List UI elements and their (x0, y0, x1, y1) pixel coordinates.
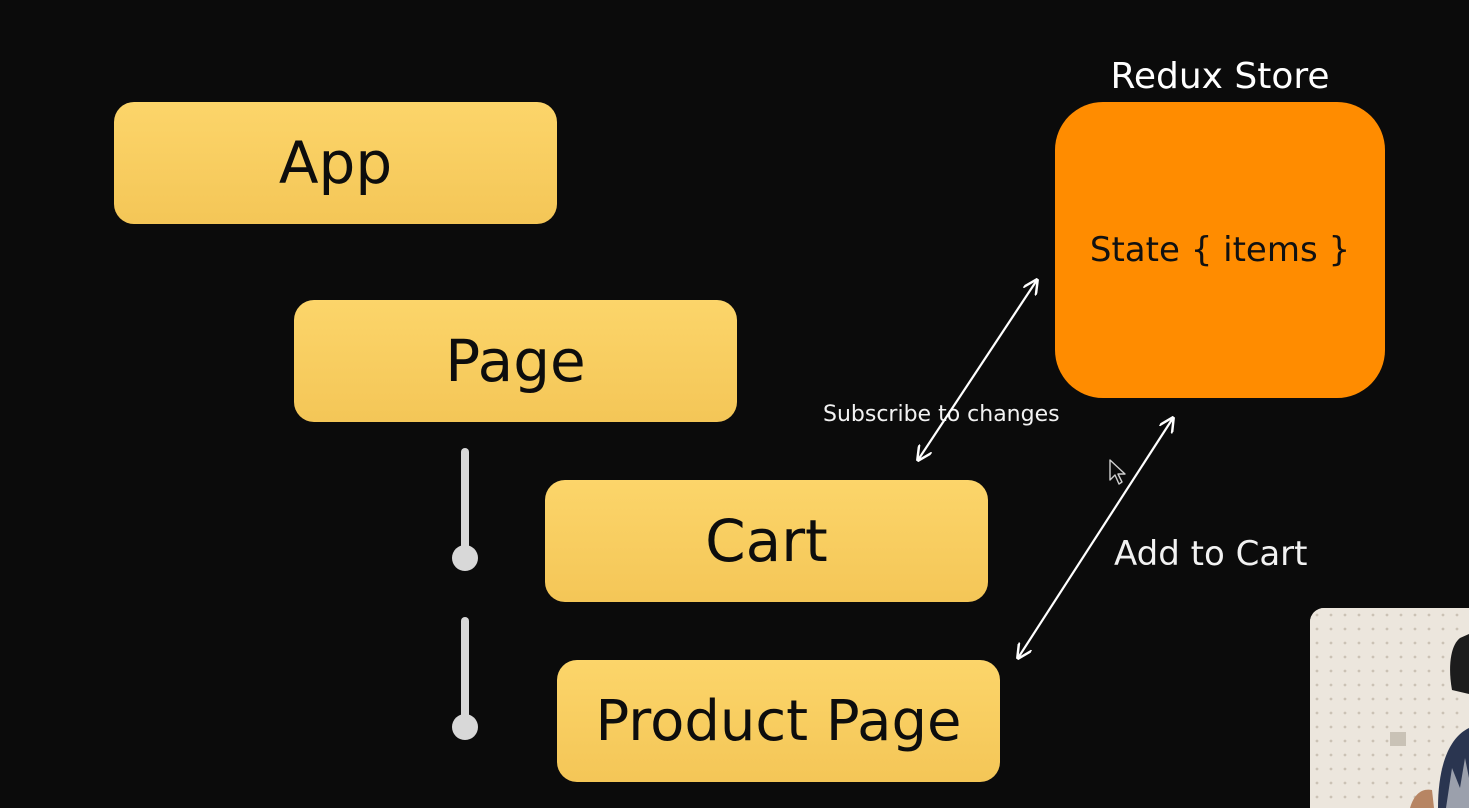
connector-cart-product-dot (452, 714, 478, 740)
arrow-add-to-cart (1018, 418, 1173, 658)
mouse-pointer-icon (1109, 459, 1126, 485)
node-product-page-label: Product Page (595, 688, 962, 754)
node-cart: Cart (545, 480, 988, 602)
store-state-label: State { items } (1089, 230, 1351, 270)
node-app: App (114, 102, 557, 224)
node-page-label: Page (445, 327, 586, 395)
node-product-page: Product Page (557, 660, 1000, 782)
webcam-overlay (1310, 608, 1469, 808)
webcam-feed (1310, 608, 1469, 808)
store-title: Redux Store (1110, 56, 1330, 97)
connector-page-cart-dot (452, 545, 478, 571)
connector-cart-product (461, 617, 469, 727)
node-app-label: App (278, 129, 393, 197)
redux-store-box: State { items } (1055, 102, 1385, 398)
node-page: Page (294, 300, 737, 422)
node-cart-label: Cart (705, 507, 828, 575)
arrow-subscribe (918, 280, 1037, 460)
connector-page-cart (461, 448, 469, 558)
